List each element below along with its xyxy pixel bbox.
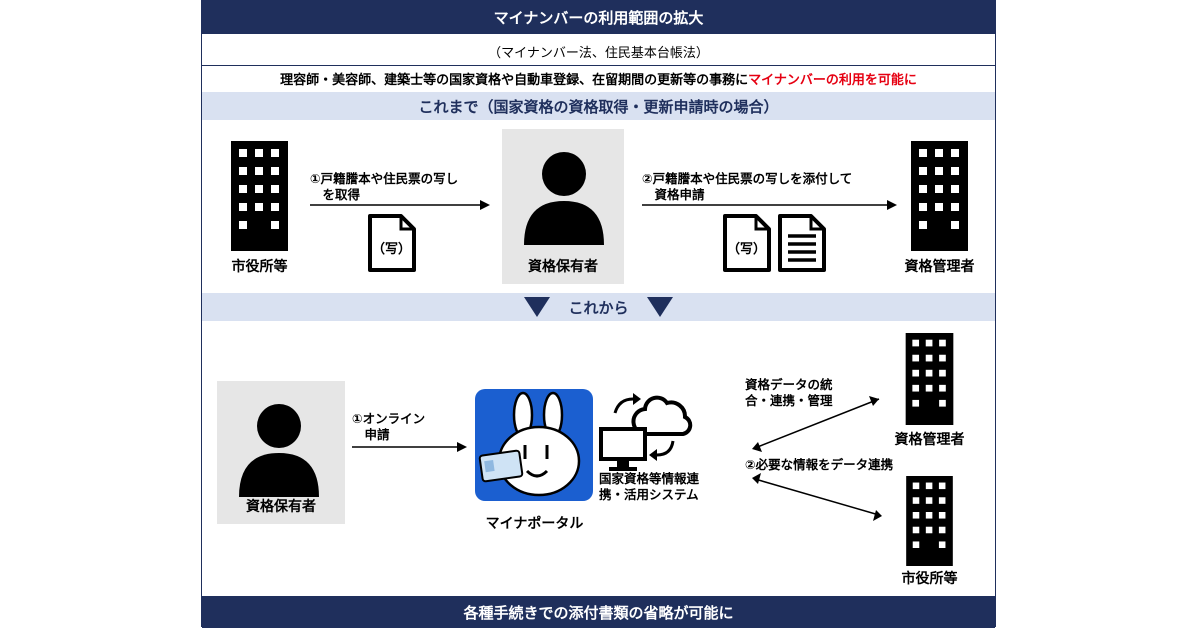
copy-document-icon [722, 214, 772, 272]
scope-highlight: マイナンバーの利用を可能に [748, 73, 917, 88]
document-icon [777, 214, 827, 272]
person-icon [237, 401, 321, 497]
cloud-sync-icon [595, 381, 695, 476]
arrow-right-icon [310, 199, 490, 211]
building-icon [902, 476, 957, 566]
page-title: マイナンバーの利用範囲の拡大 [493, 9, 704, 27]
arrow-right-icon [352, 441, 467, 453]
holder-label: 資格保有者 [528, 259, 598, 275]
separator [202, 65, 995, 66]
down-triangle-icon [524, 297, 551, 317]
scope-text: 理容師・美容師、建築士等の国家資格や自動車登録、在留期間の更新等の事務に [280, 73, 749, 88]
down-triangle-icon [646, 297, 673, 317]
after-heading-band: これから [202, 293, 995, 321]
scope-line: 理容師・美容師、建築士等の国家資格や自動車登録、在留期間の更新等の事務にマイナン… [202, 69, 995, 88]
copy-mark: （写） [372, 242, 412, 257]
building-icon [907, 141, 972, 251]
person-icon [522, 149, 606, 245]
holder-label: 資格保有者 [246, 499, 316, 515]
manager-label: 資格管理者 [904, 259, 975, 275]
online-step-text: ①オンライン 申請 [352, 411, 426, 442]
copy-document-icon [367, 214, 417, 272]
mynaportal-logo [475, 389, 593, 501]
footer-text: 各種手続きでの添付書類の省略が可能に [463, 603, 734, 622]
city-office-label: 市役所等 [231, 259, 288, 275]
subtitle: （マイナンバー法、住民基本台帳法） [488, 46, 709, 61]
data-link-text: ②必要な情報をデータ連携 [745, 457, 894, 472]
manager-label: 資格管理者 [894, 432, 965, 448]
before-heading: これまで（国家資格の資格取得・更新申請時の場合） [418, 97, 779, 116]
double-arrow-icon [747, 393, 887, 453]
copy-mark: （写） [727, 242, 767, 257]
arrow-right-icon [642, 199, 897, 211]
system-label: 国家資格等情報連 携・活用システム [599, 471, 700, 502]
integration-text: 資格データの統 合・連携・管理 [745, 377, 833, 408]
building-icon [902, 333, 957, 425]
diagram-frame: マイナンバーの利用範囲の拡大 （マイナンバー法、住民基本台帳法） 理容師・美容師… [201, 0, 996, 628]
building-icon [227, 141, 292, 251]
after-heading: これから [568, 298, 629, 317]
title-band: マイナンバーの利用範囲の拡大 [202, 1, 995, 34]
portal-label: マイナポータル [485, 516, 584, 532]
step2-text: ②戸籍謄本や住民票の写しを添付して 資格申請 [642, 171, 853, 202]
before-heading-band: これまで（国家資格の資格取得・更新申請時の場合） [202, 92, 995, 120]
step1-text: ①戸籍謄本や住民票の写し を取得 [310, 171, 459, 202]
double-arrow-icon [747, 471, 887, 521]
city-office-label: 市役所等 [901, 571, 958, 587]
footer-band: 各種手続きでの添付書類の省略が可能に [202, 596, 995, 628]
